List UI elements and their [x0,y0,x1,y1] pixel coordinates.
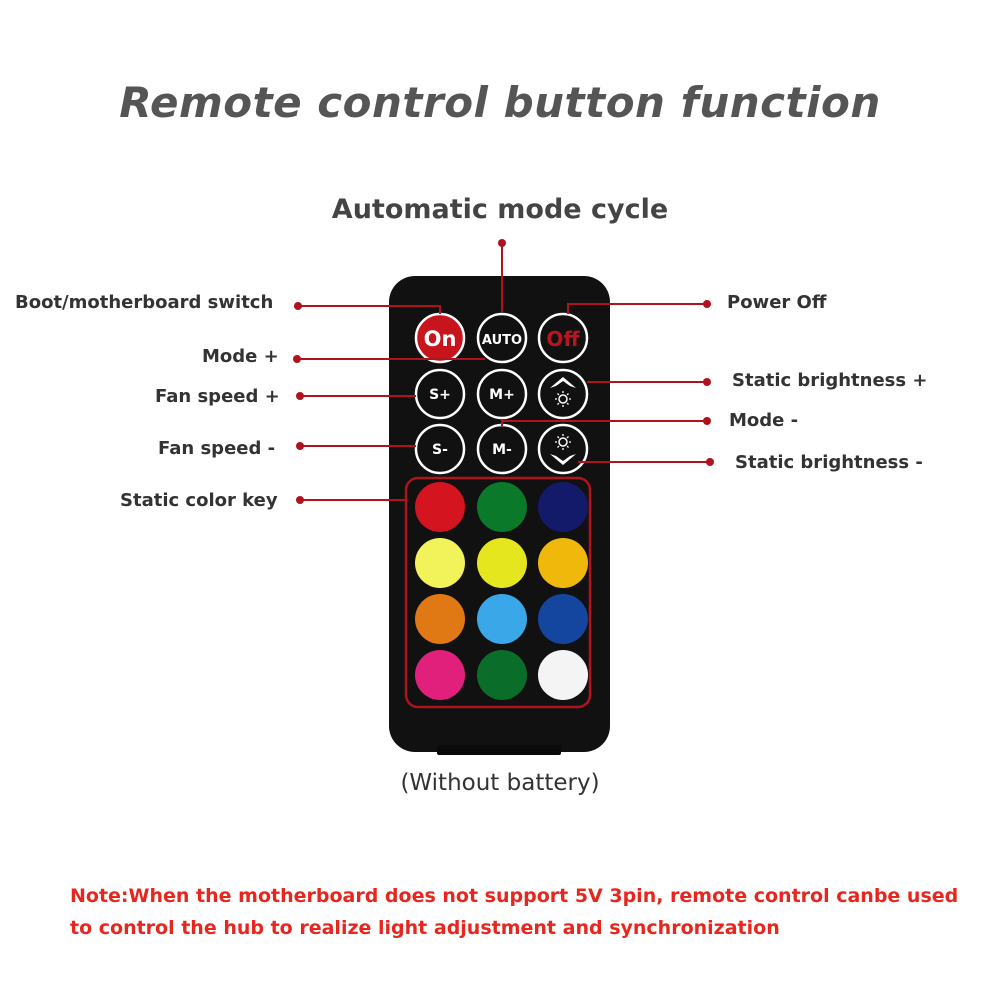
label-automatic-mode-cycle: Automatic mode cycle [331,194,669,225]
battery-cover [437,745,561,755]
label-static-brightness-minus: Static brightness - [735,452,923,473]
callout-line-mode-minus [501,420,707,426]
note: Note:When the motherboard does not suppo… [70,880,970,944]
color-key-button-6[interactable] [538,538,588,588]
note-line-1: Note:When the motherboard does not suppo… [70,885,959,907]
color-key-button-4[interactable] [415,538,465,588]
mode-plus-button[interactable]: M+ [476,368,528,420]
speed-plus-button-label: S+ [429,387,451,403]
brightness-down-icon [550,434,576,465]
on-button-label: On [424,327,457,351]
on-button[interactable]: On [414,312,466,364]
callout-line-off [567,303,707,314]
off-button-label: Off [546,327,580,351]
speed-minus-button[interactable]: S- [414,423,466,475]
callout-dot-mode-plus [293,355,301,363]
callout-dot-auto [498,239,506,247]
callout-dot-fan-speed-plus [296,392,304,400]
label-power-off: Power Off [727,292,827,313]
note-line-2: to control the hub to realize light adju… [70,917,780,939]
label-mode-minus: Mode - [729,410,799,431]
color-key-button-5[interactable] [477,538,527,588]
off-button[interactable]: Off [537,312,589,364]
callout-dot-on [294,302,302,310]
mode-minus-button-label: M- [492,442,512,458]
auto-button-label: AUTO [482,333,522,348]
speed-minus-button-label: S- [432,442,448,458]
mode-minus-button[interactable]: M- [476,423,528,475]
label-fan-speed-minus: Fan speed - [158,438,276,459]
color-key-button-9[interactable] [538,594,588,644]
color-key-button-3[interactable] [538,482,588,532]
callout-dot-color-key [296,496,304,504]
brightness-plus-button[interactable] [537,368,589,420]
mode-plus-button-label: M+ [489,387,515,403]
brightness-minus-button[interactable] [537,423,589,475]
callout-dot-brightness-minus [706,458,714,466]
callout-dot-fan-speed-minus [296,442,304,450]
color-key-button-1[interactable] [415,482,465,532]
color-key-button-10[interactable] [415,650,465,700]
callout-dot-brightness-plus [703,378,711,386]
callout-dot-off [703,300,711,308]
callout-lines [297,243,710,501]
page-title: Remote control button function [119,78,881,127]
label-static-brightness-plus: Static brightness + [732,370,928,391]
color-key-grid [415,482,588,700]
label-fan-speed-plus: Fan speed + [155,386,280,407]
callout-dot-mode-minus [703,417,711,425]
label-mode-plus: Mode + [202,346,279,367]
caption-without-battery: (Without battery) [400,770,600,796]
color-key-button-2[interactable] [477,482,527,532]
color-key-button-11[interactable] [477,650,527,700]
auto-button[interactable]: AUTO [476,312,528,364]
speed-plus-button[interactable]: S+ [414,368,466,420]
label-static-color-key: Static color key [120,490,278,511]
color-key-outline [404,476,592,709]
color-key-button-12[interactable] [538,650,588,700]
callout-line-on [298,305,441,314]
callout-dots [293,239,714,504]
color-key-button-7[interactable] [415,594,465,644]
brightness-up-icon [550,377,576,407]
color-key-button-8[interactable] [477,594,527,644]
label-boot-switch: Boot/motherboard switch [15,292,274,313]
